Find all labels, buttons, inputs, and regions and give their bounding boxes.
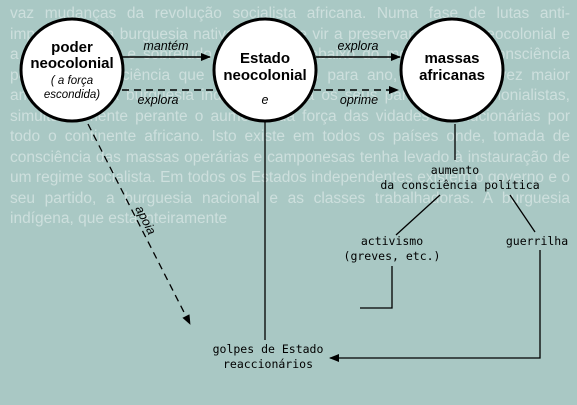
estado-line1: Estado xyxy=(240,50,290,67)
arrow-apoia xyxy=(87,123,191,325)
node-estado-neocolonial xyxy=(212,17,318,123)
line-aumento-activismo xyxy=(395,194,441,236)
label-guerrilha: guerrilha xyxy=(506,234,568,248)
label-golpes-2: reaccionários xyxy=(223,357,313,371)
arrow-guerrilha-golpes xyxy=(329,250,541,362)
edge-label-e: e xyxy=(262,93,269,107)
edge-label-apoia: apoia xyxy=(132,203,158,237)
label-golpes-1: golpes de Estado xyxy=(213,342,324,356)
poder-sub2: escondida) xyxy=(44,89,100,101)
estado-line2: neocolonial xyxy=(223,67,306,84)
node-massas-africanas xyxy=(399,17,505,123)
line-aumento-guerrilha xyxy=(509,194,536,233)
node-poder-neocolonial xyxy=(19,17,125,123)
edge-label-oprime: oprime xyxy=(340,93,378,107)
poder-line2: neocolonial xyxy=(30,55,113,72)
label-activismo-2: (greves, etc.) xyxy=(344,249,441,263)
poder-sub1: ( a força xyxy=(51,75,93,87)
edge-label-explora-top: explora xyxy=(338,39,379,53)
label-aumento-1: aumento xyxy=(431,163,480,177)
label-activismo-1: activismo xyxy=(361,234,423,248)
massas-line2: africanas xyxy=(419,67,485,84)
label-aumento-2: da consciência política xyxy=(380,178,539,192)
line-activismo-golpes xyxy=(360,266,393,309)
edge-label-explora-bottom: explora xyxy=(138,93,179,107)
edge-label-mantem: mantém xyxy=(143,39,188,53)
poder-line1: poder xyxy=(51,39,93,56)
massas-line1: massas xyxy=(424,50,479,67)
